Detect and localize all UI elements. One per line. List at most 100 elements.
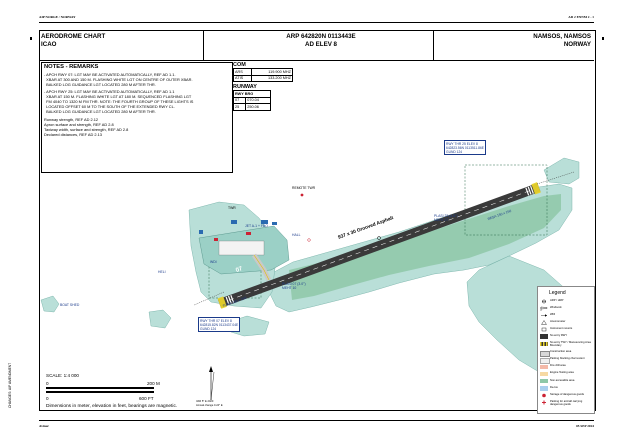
note-line: BALKED LOG GUIDANCE LGT LOCATED 280 M AF… [44, 108, 156, 114]
note-line: - APCH RWY 07: LGT MAY BE ACTIVATED AUTO… [44, 72, 176, 77]
grass-area [289, 194, 561, 300]
boat-shed-label: BOAT SHED [60, 303, 80, 307]
units-note: Dimensions in meter, elevation in feet, … [46, 404, 178, 409]
arp-symbol [377, 236, 381, 240]
runway-designator: 07 [232, 96, 247, 104]
fuel-label: JET A-1 + FBO [245, 224, 268, 228]
wdi-symbol [307, 238, 311, 242]
var-line: VAR 5° E 2020 [196, 400, 214, 403]
scale-ft-left: 0 [46, 396, 49, 401]
legend-label: Parking blocking chart extent [550, 357, 585, 361]
heli-label: HELI [158, 270, 166, 274]
runway-title: RUNWAY [233, 84, 257, 90]
table-row: RWY BRG [233, 90, 271, 98]
runway-bearing: 250.06 [245, 103, 271, 111]
legend-label: No entry RWY [550, 334, 568, 338]
parking-dangerous-icon [540, 400, 548, 405]
page-footer-left: Avinor [39, 424, 49, 428]
page-header-left: AIP NORGE / NORWAY [39, 15, 76, 19]
location: NAMSOS, NAMSOS [533, 33, 591, 40]
legend-label: WDI [550, 312, 556, 316]
scale-m-right: 200 M [147, 381, 160, 386]
side-change-label: CHANGES: AIP AMENDMENT [8, 362, 12, 408]
legend-item: Construction area [538, 350, 594, 358]
legend-item: ARP / HRP [538, 298, 594, 305]
papi25-label: PLASI 25 (4.5°) MEHT 27 [434, 214, 458, 222]
scale-ft-right: 600 FT [139, 396, 154, 401]
legend-item: WDI [538, 312, 594, 319]
legend-item: No entry RWY [538, 333, 594, 340]
legend-item: De-Ice [538, 385, 594, 392]
remote-twr-label: REMOTE TWR [292, 186, 316, 190]
country: NORWAY [563, 41, 591, 48]
note-line: - APCH RWY 25: LGT MAY BE ACTIVATED AUTO… [44, 89, 175, 95]
legend-label: ARP / HRP [550, 298, 564, 302]
legend-item: Fire drill area [538, 364, 594, 371]
var-arrow [210, 371, 215, 401]
island-small [40, 295, 60, 313]
com-title: COM [233, 62, 246, 68]
twr-label: TWR [228, 206, 236, 210]
legend-label: Construction area [550, 350, 572, 354]
footer-rule [39, 420, 594, 421]
notes-remarks-box: NOTES - REMARKS - APCH RWY 07: LGT MAY B… [41, 62, 233, 173]
papi-line: MEHT 27 [434, 218, 449, 222]
legend-label: Engine Testing area [550, 371, 574, 375]
building-2 [261, 220, 268, 224]
legend-panel: Legend ARP / HRP Windsock WDI Anemometer… [537, 286, 595, 414]
note-line: FM 4040 TO 1320 M FM THR. NOTE: THE FOUR… [44, 98, 194, 104]
no-entry-icon [540, 334, 548, 339]
apron-parking [218, 240, 265, 256]
thr-line: GUND 124 [446, 149, 463, 154]
legend-label: Storage of dangerous goods [550, 392, 584, 396]
page-header-right: AD 2 ENNM 2 - 1 [568, 15, 594, 19]
title-divider [203, 30, 204, 60]
building-5 [214, 238, 218, 241]
engine-test-swatch [540, 371, 548, 377]
com-frequency: 133.200 MHZ [250, 74, 294, 82]
runway-header: RWY BRG [233, 90, 271, 98]
legend-item: Instrument mounts [538, 326, 594, 333]
legend-label: De-Ice [550, 385, 558, 389]
wdi-icon [540, 313, 548, 318]
taxiway-line [253, 254, 270, 281]
rwy07-threshold-box: RWY THR 07 ELEV 8 642815.82N 0113437.04E… [198, 317, 241, 332]
note-line: BALKED LOG GUIDANCE LGT LOCATED 280 M AF… [44, 81, 156, 87]
rwy07-designator: 07 [235, 266, 244, 274]
anemometer-icon [540, 320, 548, 325]
thr-line: 642823.56N 0113511.86E [446, 145, 485, 150]
north-arrow-head [209, 366, 213, 372]
thr-line: RWY THR 07 ELEV 8 [200, 318, 232, 323]
runway [217, 182, 541, 309]
approach-lights-west [193, 291, 225, 306]
com-frequency: 119.900 MHZ [250, 68, 294, 76]
windsock-icon [540, 306, 548, 312]
wdi-label: WDI [210, 260, 217, 264]
scale-bar-ft [46, 391, 154, 393]
com-service: ATIS [233, 74, 252, 82]
building-1 [231, 220, 237, 224]
rwy25-threshold-box: RWY THR 25 ELEV 8 642823.56N 0113511.86E… [444, 140, 487, 155]
no-entry-twy-icon [540, 341, 548, 347]
building-4 [246, 232, 251, 235]
papi-line: PLASI 25 (4.5°) [434, 214, 458, 218]
page-footer-right: 05 SEP 2024 [576, 424, 594, 428]
scale-label: SCALE: 1:4 000 [46, 373, 79, 378]
approach-lights-east [536, 171, 575, 185]
building-3 [272, 222, 277, 225]
chart-frame [39, 30, 596, 411]
legend-label: Windsock [550, 305, 562, 309]
scale-bar-m [46, 387, 154, 389]
spit-east [543, 157, 580, 185]
header-rule [39, 22, 594, 23]
legend-label: Non accessible area [550, 378, 575, 382]
fire-drill-swatch [540, 364, 548, 370]
aerodrome-elevation: AD ELEV 8 [305, 41, 337, 48]
legend-label: No entry TWY / Manoeuvring Area Boundary [550, 341, 591, 348]
